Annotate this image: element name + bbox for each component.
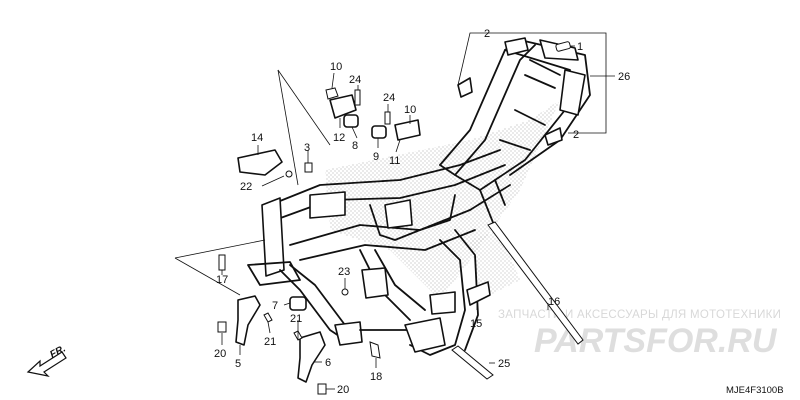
callout-7: 7 — [272, 300, 278, 312]
callout-18: 18 — [370, 371, 382, 383]
watermark: ЗАПЧАСТИ И АКСЕССУАРЫ ДЛЯ МОТОТЕХНИКИ PA… — [498, 309, 781, 360]
callout-20-right: 20 — [337, 384, 349, 396]
callout-10-right: 10 — [404, 104, 416, 116]
callout-22: 22 — [240, 181, 252, 193]
callout-9: 9 — [373, 151, 379, 163]
part-1-collar — [555, 41, 571, 52]
part-6-step-bracket — [297, 331, 326, 383]
part-20-bolt-left — [217, 321, 227, 333]
callout-16: 16 — [548, 296, 560, 308]
callout-5: 5 — [235, 358, 241, 370]
part-11-bracket — [394, 119, 421, 141]
callout-2-right: 2 — [573, 129, 579, 141]
part-24-bolt-left — [354, 89, 361, 106]
callout-3: 3 — [304, 142, 310, 154]
part-8-collar — [343, 114, 359, 128]
callouts: 2 1 26 2 10 24 24 10 12 8 9 11 14 3 22 1… — [214, 28, 630, 396]
callout-8: 8 — [352, 140, 358, 152]
callout-17: 17 — [216, 274, 228, 286]
part-15-cover — [466, 281, 491, 306]
part-9-collar — [371, 125, 387, 139]
diagram-code: MJE4F3100B — [726, 385, 784, 396]
part-5-step-bracket — [235, 295, 261, 346]
callout-23: 23 — [338, 266, 350, 278]
callout-11: 11 — [389, 155, 400, 167]
part-10-nut-left — [325, 87, 339, 100]
watermark-tagline: ЗАПЧАСТИ И АКСЕССУАРЫ ДЛЯ МОТОТЕХНИКИ — [498, 309, 781, 321]
callout-26: 26 — [618, 71, 630, 83]
part-24-bolt-right — [384, 111, 391, 125]
part-21-bolt-upper — [263, 312, 273, 323]
part-17-bolt — [218, 254, 226, 271]
callout-21-lower: 21 — [264, 336, 276, 348]
callout-21-upper: 21 — [290, 313, 302, 325]
part-2-cover-lower — [544, 127, 563, 146]
front-direction-indicator: FR. — [26, 343, 68, 377]
callout-24-right: 24 — [383, 92, 395, 104]
callout-25: 25 — [498, 358, 510, 370]
callout-12: 12 — [333, 132, 345, 144]
callout-6: 6 — [325, 357, 331, 369]
part-18-bolt — [369, 341, 381, 359]
part-2-cover-upper — [457, 77, 473, 98]
leader-lines — [174, 32, 615, 390]
part-25-pivot-bolt — [451, 345, 494, 380]
callout-10-left: 10 — [330, 61, 342, 73]
part-3-bolt — [304, 162, 313, 173]
front-arrow-icon — [26, 351, 67, 377]
callout-24-left: 24 — [349, 74, 361, 86]
part-14-side-plate — [237, 149, 283, 176]
callout-14: 14 — [251, 132, 263, 144]
callout-1: 1 — [577, 41, 583, 53]
part-20-bolt-right — [317, 383, 327, 395]
callout-15: 15 — [470, 318, 482, 330]
callout-2-top: 2 — [484, 28, 490, 40]
part-7-collar — [289, 296, 307, 311]
callout-20-left: 20 — [214, 348, 226, 360]
part-23-fastener — [341, 288, 349, 296]
part-22-nut — [285, 170, 293, 178]
part-12-bracket — [329, 94, 357, 119]
